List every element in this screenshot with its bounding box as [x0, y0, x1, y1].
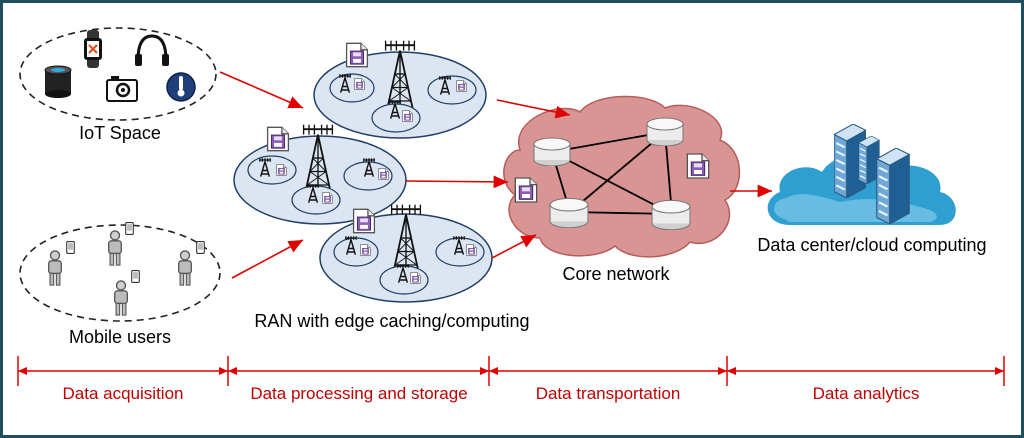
- file-cache-icon: [276, 164, 287, 176]
- data-center-group: Data center/cloud computing: [757, 124, 987, 255]
- server-node-icon: [651, 199, 691, 230]
- thermometer-icon: [166, 72, 196, 102]
- file-cache-icon: [456, 80, 467, 92]
- server-node-icon: [549, 197, 589, 228]
- server-node-icon: [533, 137, 571, 166]
- headphones-icon: [135, 34, 169, 66]
- timeline-arrowheads: [18, 367, 1004, 375]
- camera-icon: [106, 76, 138, 102]
- file-cache-icon: [354, 78, 365, 90]
- arrow-ran-middle-to-core: [405, 175, 509, 189]
- ran-group: RAN with edge caching/computing: [233, 39, 530, 331]
- file-cache-icon: [686, 153, 710, 179]
- ran-label: RAN with edge caching/computing: [254, 311, 529, 331]
- core-network-label: Core network: [562, 264, 670, 284]
- stage-label: Data transportation: [536, 384, 681, 403]
- ran-cell-top: [313, 39, 487, 139]
- ran-cell-middle: [233, 123, 407, 225]
- stage-label: Data acquisition: [63, 384, 184, 403]
- phone-icon: [196, 241, 205, 254]
- file-cache-icon: [360, 244, 371, 256]
- stage-timeline: Data acquisition Data processing and sto…: [17, 356, 1005, 403]
- stage-label: Data analytics: [813, 384, 920, 403]
- core-network-group: Core network: [503, 95, 741, 284]
- arrow-users-to-ran: [231, 239, 304, 279]
- mobile-users-label: Mobile users: [69, 327, 171, 347]
- phone-icon: [131, 270, 140, 283]
- file-cache-icon: [466, 244, 477, 256]
- file-cache-icon: [402, 110, 413, 122]
- file-cache-icon: [514, 177, 538, 203]
- file-cache-icon: [345, 42, 369, 68]
- data-center-label: Data center/cloud computing: [757, 235, 986, 255]
- file-cache-icon: [378, 168, 389, 180]
- phone-icon: [66, 241, 75, 254]
- iot-space-group: IoT Space: [19, 27, 217, 143]
- ran-cell-bottom: [319, 203, 493, 303]
- iot-space-label: IoT Space: [79, 123, 161, 143]
- file-cache-icon: [410, 272, 421, 284]
- arrow-ran-bottom-to-core: [491, 234, 537, 259]
- file-cache-icon: [322, 192, 333, 204]
- server-rack-icon: [875, 148, 911, 224]
- arrow-ran-top-to-core: [496, 99, 571, 119]
- file-cache-icon: [266, 126, 290, 152]
- server-node-icon: [646, 117, 684, 146]
- file-cache-icon: [352, 208, 376, 234]
- mobile-users-group: Mobile users: [19, 222, 221, 347]
- arrow-iot-to-ran: [219, 71, 304, 109]
- phone-icon: [125, 222, 134, 235]
- flow-arrows: [219, 71, 772, 279]
- iot-space-boundary: [19, 27, 217, 121]
- smart-speaker-icon: [44, 65, 72, 98]
- smartwatch-icon: [84, 30, 102, 68]
- stage-label: Data processing and storage: [250, 384, 467, 403]
